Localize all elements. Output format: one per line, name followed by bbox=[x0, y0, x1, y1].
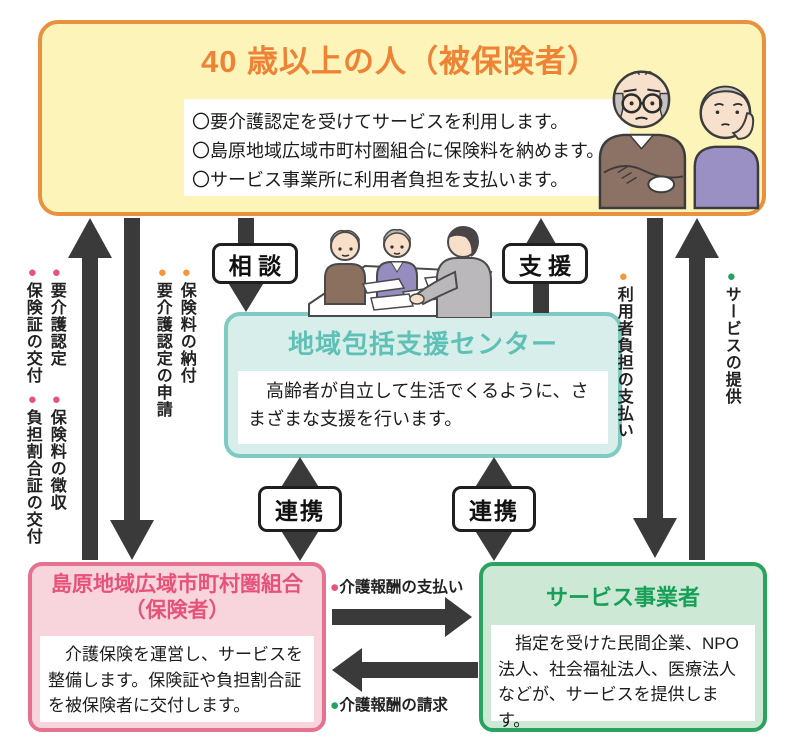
service-provider-body: 指定を受けた民間企業、NPO 法人、社会福祉法人、医療法人などが、サービスを提供… bbox=[498, 634, 739, 730]
insured-point-3: 〇サービス事業所に利用者負担を支払います。 bbox=[192, 169, 569, 190]
insured-box-panel: 〇要介護認定を受けてサービスを利用します。 〇島原地域広域市町村圏組合に保険料を… bbox=[184, 99, 630, 196]
arrow-up-insurer-to-insured bbox=[68, 218, 112, 560]
insured-point-2: 〇島原地域広域市町村圏組合に保険料を納めます。 bbox=[192, 140, 605, 161]
flow-label-burden-ratio-card-issue: ●負担割合証の交付 bbox=[23, 391, 41, 545]
orange-bullet-icon: ● bbox=[614, 268, 632, 286]
flow-label-service-provision: ●サービスの提供 bbox=[722, 268, 740, 405]
arrow-up-provider-to-insured bbox=[675, 218, 719, 560]
consultation-illustration bbox=[308, 226, 493, 318]
community-support-center-title: 地域包括支援センター bbox=[287, 329, 558, 359]
arrow-left-care-fee-claim bbox=[332, 648, 478, 692]
insured-box-title: 40 歳以上の人（被保険者） bbox=[200, 44, 600, 79]
elderly-couple-illustration bbox=[598, 70, 760, 210]
flow-label-premium-payment: ●保険料の納付 bbox=[177, 264, 195, 384]
flow-label-care-fee-payment: ●介護報酬の支払い bbox=[330, 579, 464, 596]
community-support-center-body: 高齢者が自立して生活でくるように、さまざまな支援を行います。 bbox=[248, 381, 589, 429]
cooperation-pill-right: 連携 bbox=[452, 486, 536, 532]
orange-bullet-icon: ● bbox=[177, 264, 195, 282]
arrow-right-care-fee-payment bbox=[332, 597, 472, 637]
insurer-title-line2: （保険者） bbox=[124, 599, 230, 623]
insurer-box-title: 島原地域広域市町村圏組合 （保険者） bbox=[28, 572, 326, 625]
pink-bullet-icon: ● bbox=[23, 391, 41, 409]
flow-label-insurance-card-issue: ●保険証の交付 bbox=[23, 264, 41, 384]
green-bullet-icon: ● bbox=[330, 697, 340, 714]
flow-label-care-fee-claim: ●介護報酬の請求 bbox=[330, 697, 448, 714]
flow-label-certification-application: ●要介護認定の申請 bbox=[153, 264, 171, 418]
insurer-title-line1: 島原地域広域市町村圏組合 bbox=[51, 573, 303, 596]
pink-bullet-icon: ● bbox=[47, 391, 65, 409]
pink-bullet-icon: ● bbox=[47, 264, 65, 282]
flow-label-user-burden-payment: ●利用者負担の支払い bbox=[614, 268, 632, 439]
pink-bullet-icon: ● bbox=[23, 264, 41, 282]
pink-bullet-icon: ● bbox=[330, 579, 340, 596]
service-provider-title: サービス事業者 bbox=[545, 585, 700, 610]
flow-label-premium-collection: ●保険料の徴収 bbox=[47, 391, 65, 511]
orange-bullet-icon: ● bbox=[153, 264, 171, 282]
arrow-down-insured-to-insurer bbox=[110, 218, 154, 560]
green-bullet-icon: ● bbox=[722, 268, 740, 286]
service-provider-panel: 指定を受けた民間企業、NPO 法人、社会福祉法人、医療法人などが、サービスを提供… bbox=[491, 625, 755, 730]
community-support-center-panel: 高齢者が自立して生活でくるように、さまざまな支援を行います。 bbox=[238, 371, 608, 444]
support-pill: 支 援 bbox=[502, 243, 588, 284]
insured-point-1: 〇要介護認定を受けてサービスを利用します。 bbox=[192, 112, 569, 132]
cooperation-pill-left: 連携 bbox=[258, 486, 342, 532]
flow-label-care-need-certification: ●要介護認定 bbox=[47, 264, 65, 367]
arrow-down-insured-to-provider bbox=[633, 218, 677, 558]
insurer-box-panel: 介護保険を運営し、サービスを整備します。保険証や負担割合証を被保険者に交付します… bbox=[40, 636, 314, 722]
consult-pill: 相 談 bbox=[212, 243, 298, 284]
insurer-box-body: 介護保険を運営し、サービスを整備します。保険証や負担割合証を被保険者に交付します… bbox=[48, 645, 303, 715]
